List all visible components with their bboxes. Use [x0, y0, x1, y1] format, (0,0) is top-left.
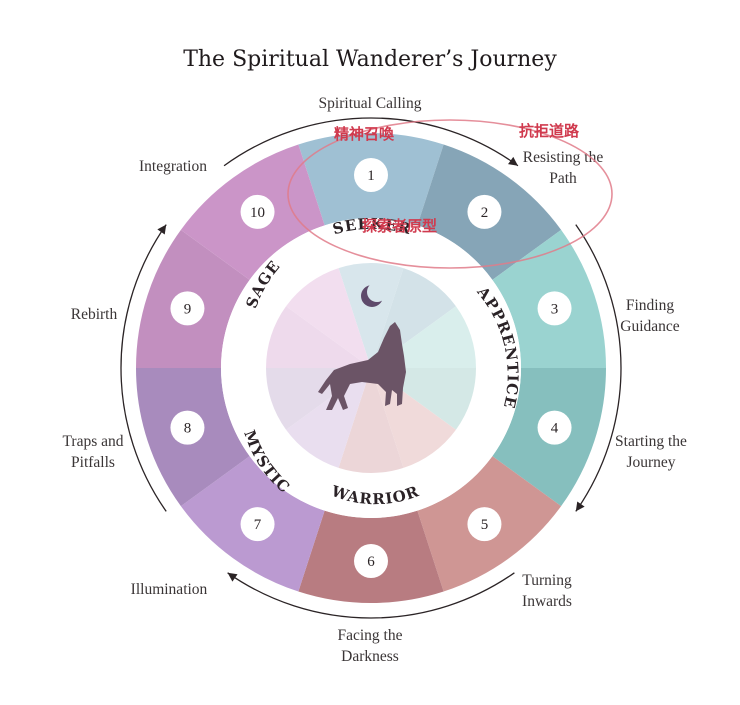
svg-text:6: 6: [367, 554, 375, 570]
ring-arrow-3: [227, 572, 515, 619]
annotation-seeker-zh: 探索者原型: [362, 217, 437, 235]
stage-number-3: 3: [537, 291, 572, 326]
svg-text:9: 9: [184, 301, 192, 317]
inner-slice-9: [266, 306, 371, 368]
ring-arrows: [120, 117, 622, 619]
arrowhead-3: [227, 572, 238, 582]
svg-text:1: 1: [367, 168, 375, 184]
stage-number-7: 7: [240, 507, 275, 542]
annotation-ellipse: [287, 119, 613, 269]
stage-number-4: 4: [537, 410, 572, 445]
ring-arrow-2: [575, 224, 622, 512]
crescent-moon-icon: [361, 282, 387, 307]
stage-number-9: 9: [170, 291, 205, 326]
stage-label-10: Integration: [139, 158, 207, 175]
ring-arrow-1: [223, 117, 519, 167]
page-title: The Spiritual Wanderer’s Journey: [183, 47, 557, 72]
svg-text:8: 8: [184, 421, 192, 437]
inner-slice-5: [371, 368, 456, 468]
inner-pie: [266, 263, 476, 473]
stage-label-1: Spiritual Calling: [319, 95, 422, 112]
arrowhead-4: [157, 224, 167, 235]
howling-wolf-icon: [318, 322, 406, 410]
archetype-seeker: SEEKER: [331, 215, 414, 239]
stage-label-7: Illumination: [131, 581, 208, 598]
annotation-resisting-zh: 抗拒道路: [519, 122, 580, 140]
stage-label-9: Rebirth: [71, 306, 118, 323]
svg-text:4: 4: [551, 421, 559, 437]
inner-slice-7: [286, 368, 371, 468]
svg-text:5: 5: [481, 517, 489, 533]
stage-number-2: 2: [467, 194, 502, 229]
arrowhead-1: [508, 156, 518, 166]
ring-arrow-4: [120, 224, 167, 512]
stage-number-6: 6: [354, 544, 388, 578]
svg-text:3: 3: [551, 301, 559, 317]
inner-slice-6: [338, 368, 404, 473]
svg-text:7: 7: [254, 517, 262, 533]
stage-number-5: 5: [467, 507, 502, 542]
inner-slice-10: [286, 268, 371, 368]
stage-number-1: 1: [354, 158, 388, 192]
stage-number-8: 8: [170, 410, 205, 445]
svg-text:2: 2: [481, 205, 489, 221]
stage-number-10: 10: [240, 194, 275, 229]
inner-slice-1: [338, 263, 404, 368]
annotation-calling-zh: 精神召喚: [334, 125, 395, 143]
stage-numbers: 1 2 3 4 5 6 7 8 9 10: [170, 158, 572, 578]
svg-text:10: 10: [250, 205, 265, 221]
arrowhead-2: [575, 501, 585, 512]
